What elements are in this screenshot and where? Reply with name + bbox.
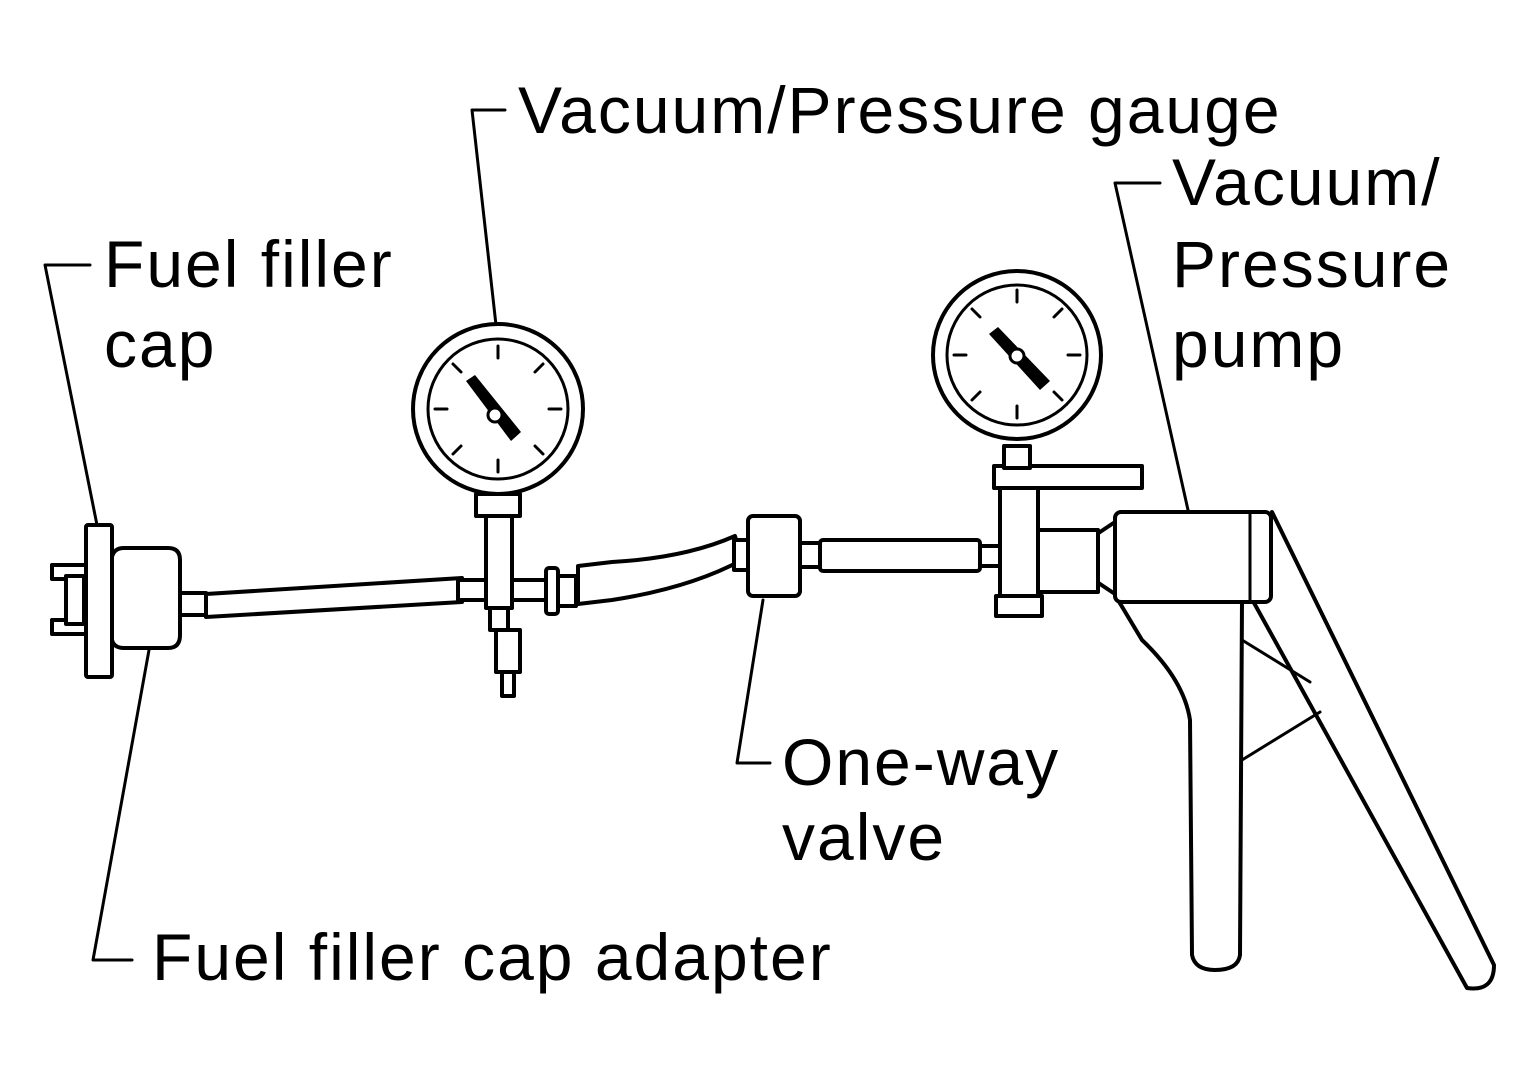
pump-manifold [1032,528,1100,594]
leader-one-way-valve [735,598,772,765]
valve-outlet-stub [798,541,822,569]
label-vacuum-pressure-gauge: Vacuum/Pressure gauge [518,73,1282,147]
label-fuel-filler-cap-line2: cap [104,307,216,381]
gauge-tee-lower [488,606,510,632]
pump-body [1113,510,1273,604]
label-pump-line1: Vacuum/ [1172,145,1442,219]
pump-strut-lower [1240,710,1322,762]
leader-fuel-filler-cap [43,263,99,527]
label-one-way-valve-line1: One-way [782,725,1060,799]
leader-pump [1113,181,1190,512]
leader-cap-adapter [91,648,151,962]
fuel-filler-cap [84,523,114,679]
gauge-face [426,337,570,481]
vacuum-pressure-gauge [411,322,585,698]
gauge-drain-tip [500,670,516,698]
hose-valve-to-pump [818,538,982,573]
leader-lines [43,108,1190,962]
pump-strut-upper [1240,638,1312,684]
pump-gauge-pivot [1008,347,1026,365]
one-way-valve-body [746,514,802,598]
pump-gauge-ticks [952,288,1082,420]
pump-lever [1246,510,1496,991]
pump-inlet-fitting [978,544,1002,568]
pump-valve-base [994,594,1044,618]
gauge-ticks [433,344,563,474]
pump-gauge-collar [1002,444,1032,470]
leader-gauge [470,108,507,327]
label-pump-line3: pump [1172,307,1345,381]
fuel-filler-cap-adapter [110,546,182,650]
pump-valve-block [998,486,1040,600]
vacuum-pressure-pump [931,269,1496,991]
gauge-tee-body [484,514,514,610]
gauge-drain-nipple [494,628,522,674]
label-fuel-filler-cap-line1: Fuel filler [104,227,394,301]
cap-stem [64,574,86,626]
hose-fitting-left [456,578,490,602]
gauge-pivot [486,406,504,424]
gauge-collar [474,492,522,518]
hose-adapter-to-gauge [204,576,464,619]
label-fuel-filler-cap-adapter: Fuel filler cap adapter [152,920,833,994]
tee-right-fitting [556,574,578,608]
adapter-nipple [178,591,208,617]
pump-gauge-face [945,283,1089,427]
one-way-valve [732,514,822,598]
hose-gauge-to-valve [576,534,744,606]
label-pump-line2: Pressure [1172,227,1452,301]
fuel-filler-cap-assembly [50,523,208,679]
pump-top-bar [992,464,1144,490]
label-one-way-valve-line2: valve [782,800,946,874]
pump-grip [1116,598,1244,972]
tee-right-arm [510,578,548,602]
